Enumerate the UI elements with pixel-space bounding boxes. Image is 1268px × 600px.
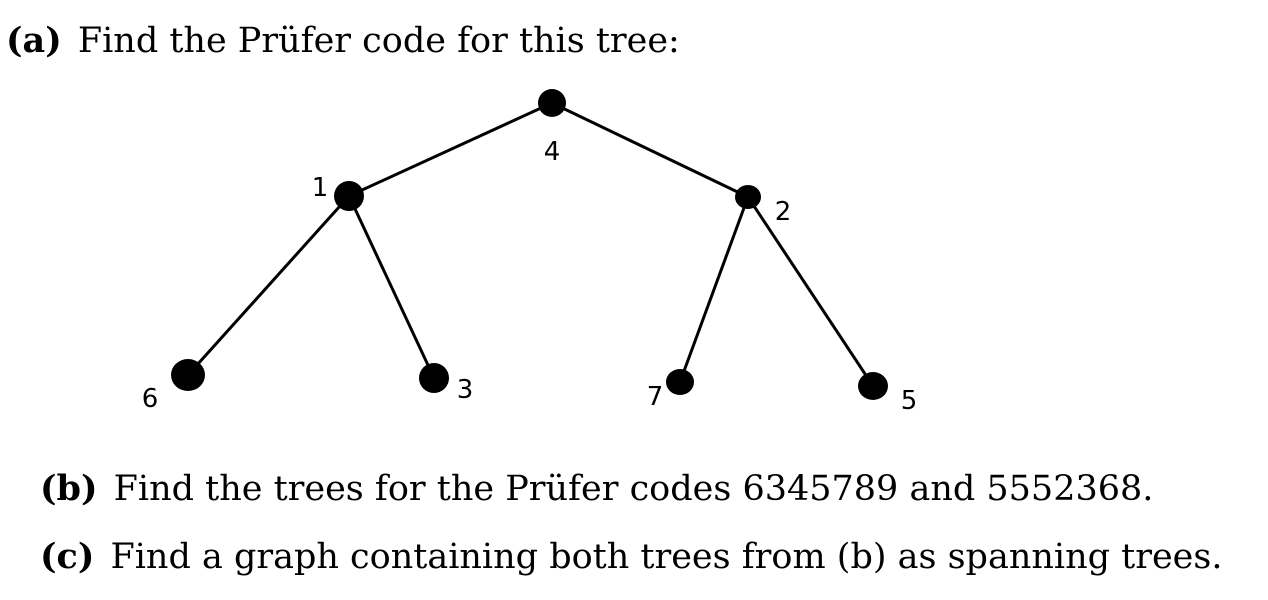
node-label-7: 7 <box>647 382 664 412</box>
node-3 <box>419 363 449 393</box>
edge-4-1 <box>348 101 553 198</box>
node-label-2: 2 <box>775 197 792 227</box>
edge-2-5 <box>746 196 875 387</box>
node-label-6: 6 <box>142 384 159 414</box>
node-5 <box>858 372 888 400</box>
question-b: (b) Find the trees for the Prüfer codes 6… <box>40 468 1153 509</box>
question-c-label: (c) <box>40 536 95 577</box>
node-1 <box>334 181 364 211</box>
edge-2-7 <box>678 196 750 383</box>
node-6 <box>171 359 205 391</box>
question-c-text: Find a graph containing both trees from … <box>110 537 1223 577</box>
node-label-5: 5 <box>901 386 918 416</box>
edge-1-3 <box>347 195 436 379</box>
question-b-text: Find the trees for the Prüfer codes 6345… <box>113 469 1154 509</box>
question-c: (c) Find a graph containing both trees fr… <box>40 536 1222 577</box>
node-2 <box>735 185 761 209</box>
edge-4-2 <box>551 101 749 199</box>
node-label-1: 1 <box>312 173 329 203</box>
question-a-text: Find the Prüfer code for this tree: <box>77 21 680 61</box>
node-label-3: 3 <box>457 375 474 405</box>
node-7 <box>666 369 694 395</box>
question-a-label: (a) <box>6 20 62 61</box>
node-4 <box>538 89 566 117</box>
question-a: (a) Find the Prüfer code for this tree: <box>6 20 680 61</box>
node-label-4: 4 <box>544 137 561 167</box>
question-b-label: (b) <box>40 468 98 509</box>
edge-1-6 <box>186 194 351 377</box>
